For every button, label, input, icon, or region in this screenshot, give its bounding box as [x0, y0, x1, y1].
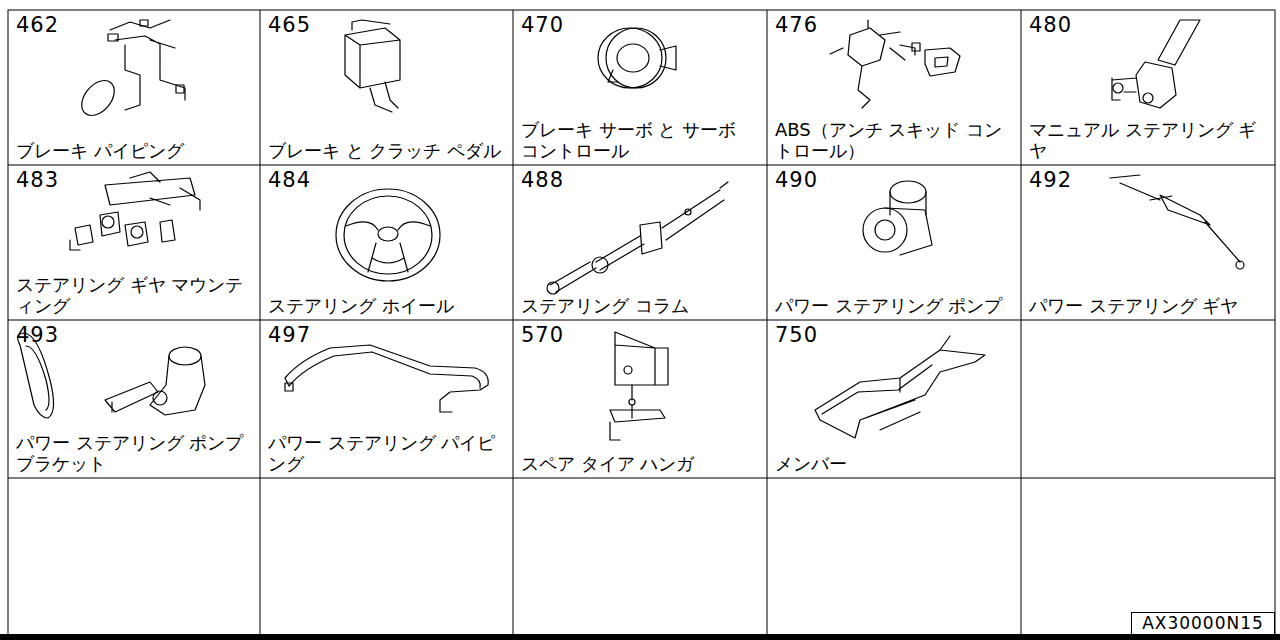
drawing-code-box: AX30000N15 [1131, 612, 1275, 635]
part-group-name: ABS（アンチ スキッド コントロール） [775, 119, 1013, 162]
section-number: 490 [775, 169, 818, 192]
part-group-name: ブレーキ パイピング [16, 140, 252, 162]
catalog-cell: 497 パワー ステアリング パイピング [260, 320, 513, 478]
catalog-cell: 493 パワー ステアリング ポンプ ブラケット [8, 320, 260, 478]
bottom-bar [0, 634, 1280, 640]
catalog-cell: 488 ステアリング コラム [513, 165, 767, 320]
section-number: 483 [16, 169, 59, 192]
section-number: 484 [268, 169, 311, 192]
part-group-name: ステアリング ホイール [268, 295, 505, 317]
part-group-name: ステアリング ギヤ マウンティング [16, 274, 252, 317]
catalog-cell: 492 パワー ステアリング ギヤ [1021, 165, 1275, 320]
part-group-name: メンバー [775, 453, 1013, 475]
part-group-name: ブレーキ と クラッチ ペダル [268, 140, 505, 162]
catalog-cell: 483 ステアリング ギヤ マウンティング [8, 165, 260, 320]
part-group-name: パワー ステアリング ポンプ [775, 295, 1013, 317]
catalog-cell: 465 ブレーキ と クラッチ ペダル [260, 10, 513, 165]
section-number: 476 [775, 14, 818, 37]
section-number: 465 [268, 14, 311, 37]
part-group-name: パワー ステアリング ポンプ ブラケット [16, 432, 252, 475]
section-number: 480 [1029, 14, 1072, 37]
section-number: 750 [775, 324, 818, 347]
part-group-name: ブレーキ サーボ と サーボ コントロール [521, 119, 759, 162]
section-number: 570 [521, 324, 564, 347]
part-group-name: パワー ステアリング パイピング [268, 432, 505, 475]
section-number: 488 [521, 169, 564, 192]
catalog-cell: 470 ブレーキ サーボ と サーボ コントロール [513, 10, 767, 165]
section-number: 497 [268, 324, 311, 347]
catalog-cell: 484 ステアリング ホイール [260, 165, 513, 320]
catalog-cell: 480 マニュアル ステアリング ギヤ [1021, 10, 1275, 165]
catalog-cell: 490 パワー ステアリング ポンプ [767, 165, 1021, 320]
section-number: 492 [1029, 169, 1072, 192]
section-number: 462 [16, 14, 59, 37]
catalog-cell: 476ABS（アンチ スキッド コントロール） [767, 10, 1021, 165]
section-number: 493 [16, 324, 59, 347]
catalog-cell: 462 ブレーキ パイピング [8, 10, 260, 165]
part-sketches [18, 20, 1244, 440]
catalog-cell: 570 スペア タイア ハンガ [513, 320, 767, 478]
section-number: 470 [521, 14, 564, 37]
part-group-name: マニュアル ステアリング ギヤ [1029, 119, 1267, 162]
part-group-name: ステアリング コラム [521, 295, 759, 317]
part-group-name: パワー ステアリング ギヤ [1029, 295, 1267, 317]
grid-lines [8, 10, 1275, 635]
catalog-cell: 750 メンバー [767, 320, 1021, 478]
part-group-name: スペア タイア ハンガ [521, 453, 759, 475]
drawing-code: AX30000N15 [1142, 614, 1264, 633]
